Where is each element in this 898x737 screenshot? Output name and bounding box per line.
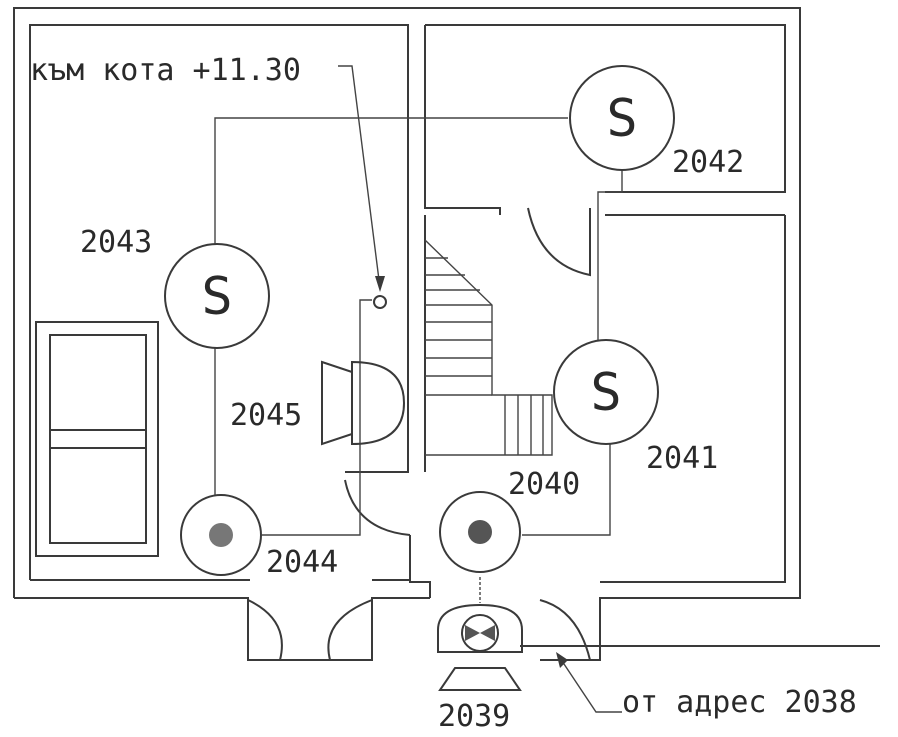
device-label-2041: 2041	[646, 441, 718, 476]
wiring	[214, 117, 623, 603]
stairs	[424, 239, 553, 456]
device-label-2043: 2043	[80, 225, 152, 260]
to-level-label: към кота +11.30	[30, 53, 301, 88]
from-address-label: от адрес 2038	[622, 685, 857, 720]
smoke-detector-2044	[180, 494, 262, 576]
leader-from-address	[556, 652, 622, 713]
exterior-walls	[13, 7, 880, 661]
cabinet	[35, 321, 159, 557]
device-label-2044: 2044	[266, 545, 338, 580]
horn-2045	[321, 360, 406, 446]
sounder-2043: S	[164, 243, 270, 349]
device-label-2039: 2039	[438, 699, 510, 734]
doors	[247, 207, 591, 661]
sounder-2041: S	[553, 339, 659, 445]
device-label-2042: 2042	[672, 145, 744, 180]
device-label-2045: 2045	[230, 398, 302, 433]
smoke-detector-2040-area	[439, 491, 521, 573]
device-label-2040: 2040	[508, 467, 580, 502]
leader-to-level	[338, 65, 387, 309]
sounder-symbol: S	[201, 267, 232, 327]
sounder-2042: S	[569, 65, 675, 171]
siren-2039	[437, 603, 523, 691]
detector-icon	[468, 520, 492, 544]
sounder-symbol: S	[590, 363, 621, 423]
riser-point-icon	[373, 295, 387, 309]
sounder-symbol: S	[606, 89, 637, 149]
detector-icon	[209, 523, 233, 547]
